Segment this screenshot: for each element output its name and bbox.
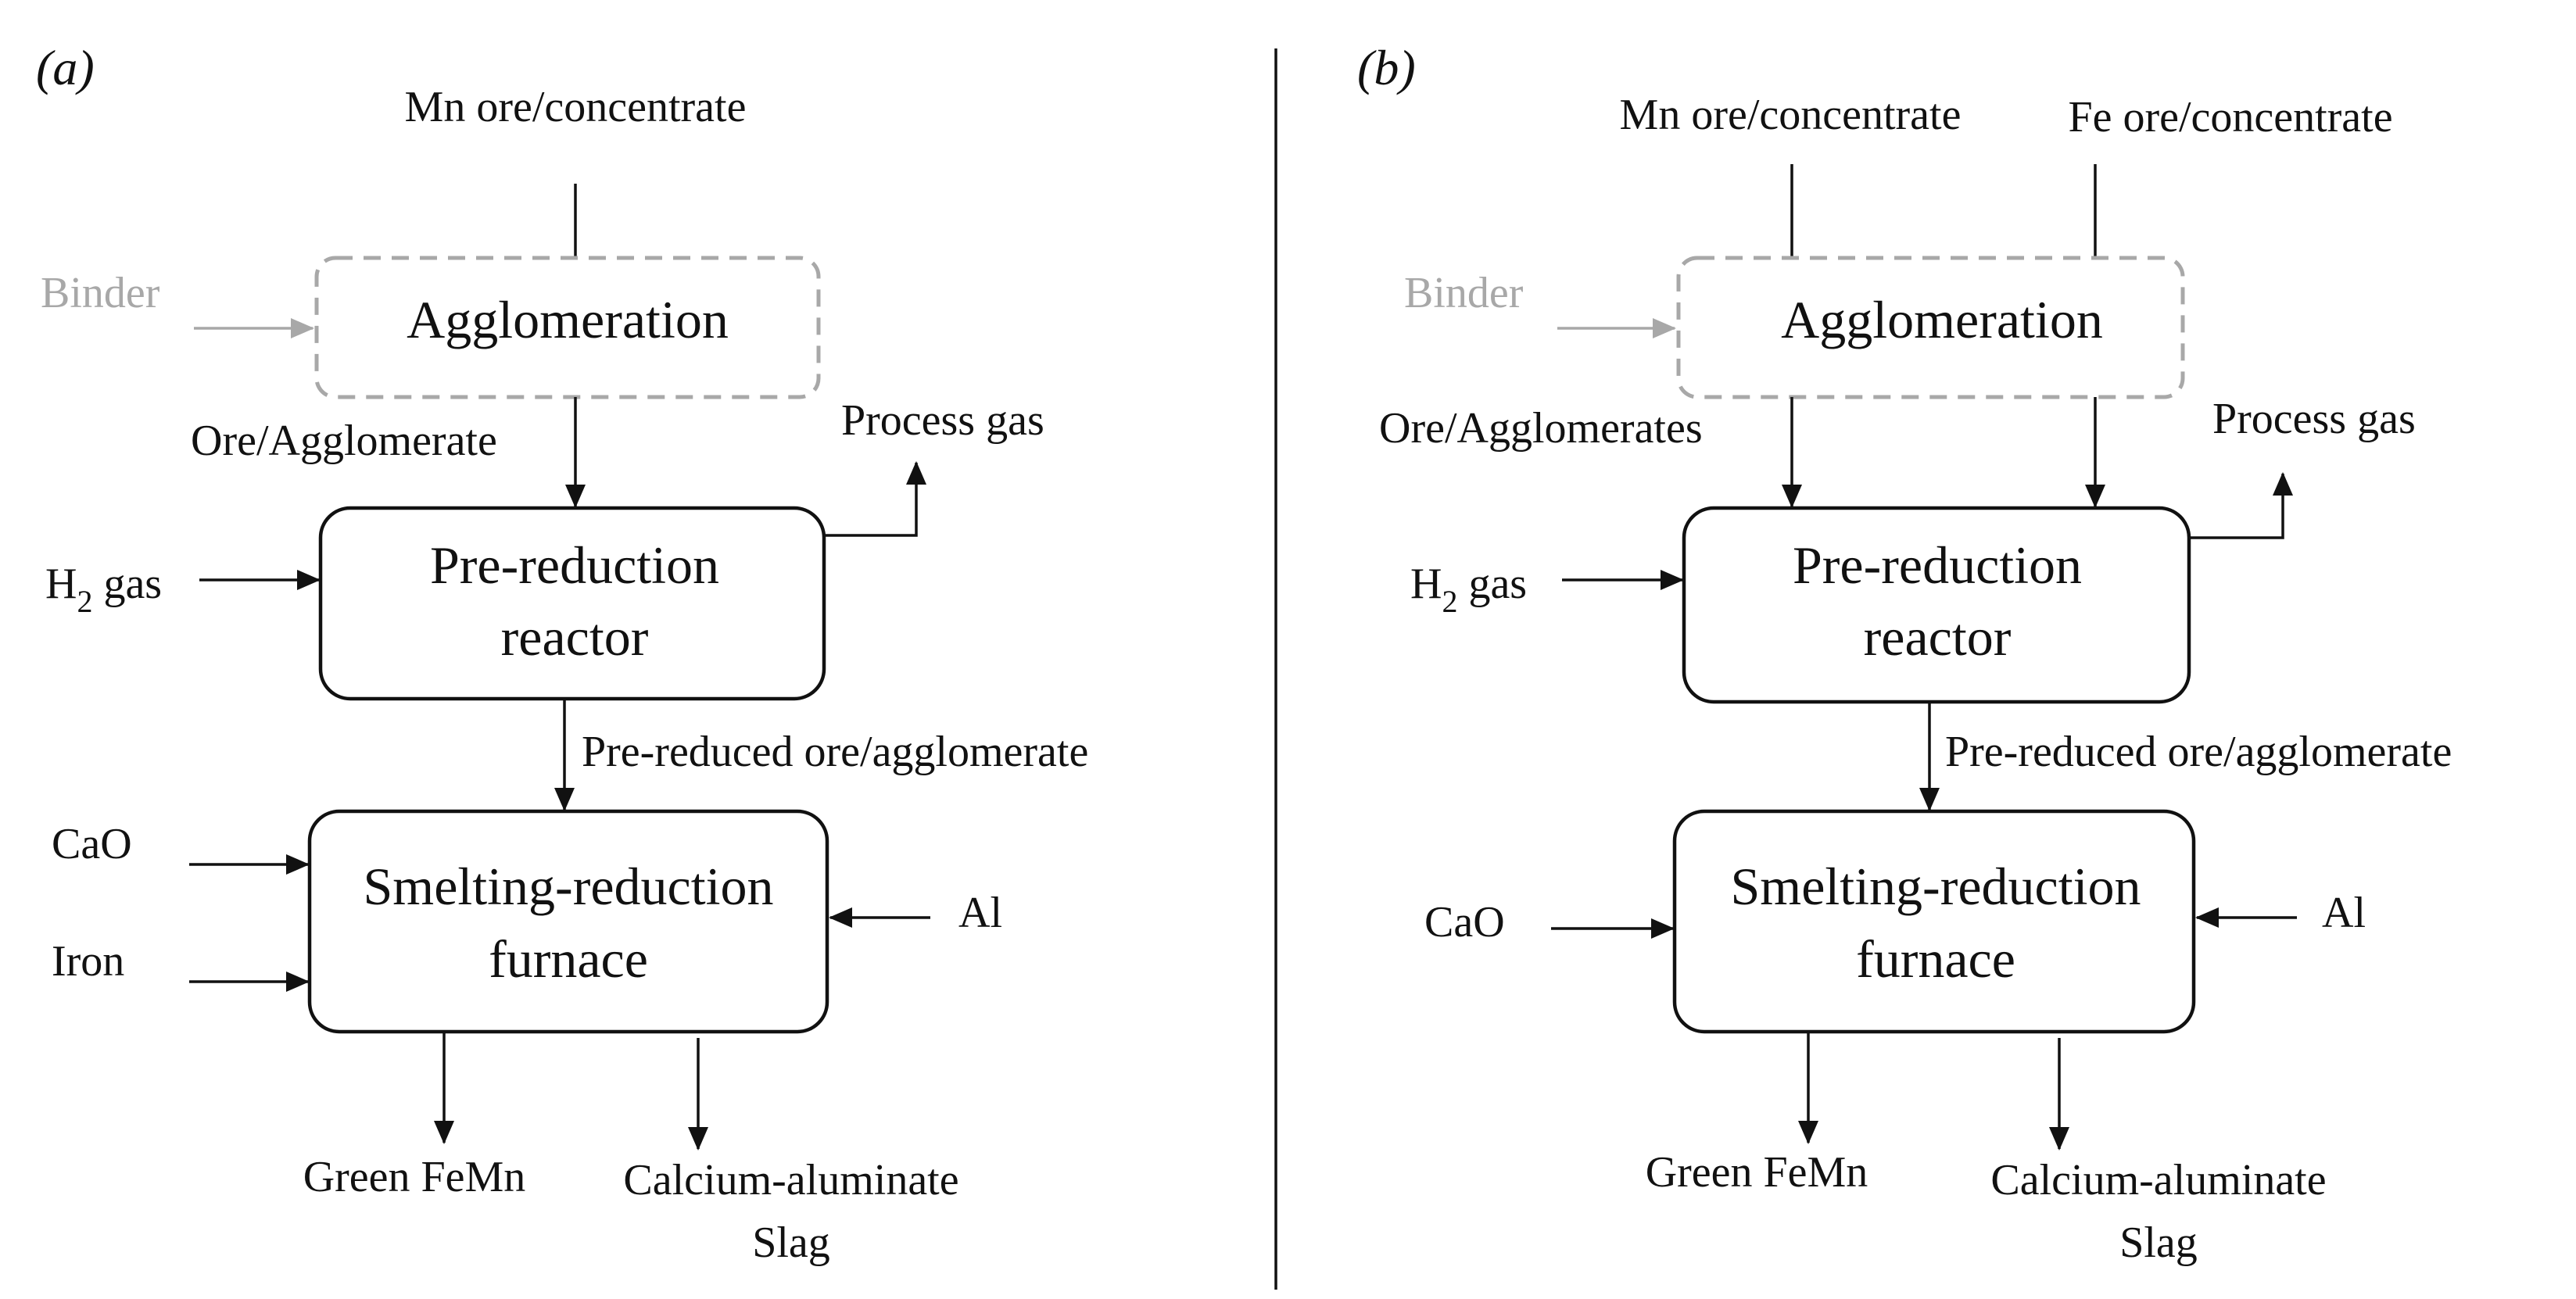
- panel-a-process-gas-label: Process gas: [841, 396, 1044, 445]
- panel-a-mn-ore-label: Mn ore/concentrate: [405, 83, 747, 131]
- panel-a-green-femn-label: Green FeMn: [303, 1153, 526, 1201]
- panel-b-smelting-label-1: Smelting-reduction: [1730, 857, 2141, 916]
- panel-b-cao-label: CaO: [1424, 898, 1505, 947]
- panel-a-cao-label: CaO: [52, 820, 132, 868]
- panel-a-smelting-label-2: furnace: [489, 929, 648, 989]
- panel-a-pre-reduced-label: Pre-reduced ore/agglomerate: [582, 728, 1088, 776]
- panel-a-binder-label: Binder: [41, 269, 160, 317]
- panel-a-iron-label: Iron: [52, 937, 124, 986]
- panel-a-agglomeration-box: [314, 256, 821, 399]
- panel-a-ore-agglomerate-label: Ore/Agglomerate: [191, 417, 497, 465]
- panel-a-process-gas-arrow: [824, 461, 926, 537]
- panel-a-smelting-box: [307, 809, 829, 1034]
- panel-b-process-gas-label: Process gas: [2212, 395, 2416, 443]
- panel-b-agglomeration-box: [1676, 256, 2185, 399]
- panel-b-al-label: Al: [2322, 889, 2366, 937]
- panel-a-slag-label-2: Slag: [752, 1218, 830, 1267]
- panel-a-label: (a): [36, 40, 95, 95]
- panel-b-pre-reduced-label: Pre-reduced ore/agglomerate: [1945, 728, 2452, 776]
- panel-b-pre-reduction-label-1: Pre-reduction: [1793, 535, 2082, 595]
- panel-a-h2-gas-label: H2 gas: [45, 560, 162, 619]
- panel-b-smelting-label-2: furnace: [1856, 929, 2015, 989]
- panel-a-pre-reduction-label-1: Pre-reduction: [430, 535, 719, 595]
- panel-b-process-gas-arrow: [2189, 472, 2293, 539]
- panel-b-slag-label-1: Calcium-aluminate: [1990, 1156, 2326, 1204]
- panel-a-smelting-label-1: Smelting-reduction: [363, 857, 773, 916]
- panel-b-smelting-box: [1672, 809, 2196, 1034]
- panel-b-green-femn-label: Green FeMn: [1646, 1148, 1868, 1197]
- panel-a-pre-reduction-label-2: reactor: [501, 607, 649, 667]
- panel-b: (b) Mn ore/concentrate Fe ore/concentrat…: [1357, 40, 2452, 1267]
- panel-b-pre-reduction-label-2: reactor: [1864, 607, 2012, 667]
- panel-a-pre-reduction-box: [318, 506, 826, 701]
- panel-a-slag-label-1: Calcium-aluminate: [623, 1156, 958, 1204]
- panel-b-ore-agglomerates-label: Ore/Agglomerates: [1379, 404, 1703, 453]
- panel-b-label: (b): [1357, 40, 1416, 95]
- panel-b-fe-ore-label: Fe ore/concentrate: [2068, 93, 2392, 141]
- panel-b-pre-reduction-box: [1682, 506, 2191, 704]
- panel-b-binder-label: Binder: [1404, 269, 1524, 317]
- panel-a-al-label: Al: [958, 889, 1002, 937]
- panel-b-mn-ore-label: Mn ore/concentrate: [1620, 91, 1962, 139]
- panel-b-agglomeration-label: Agglomeration: [1781, 290, 2103, 349]
- panel-b-slag-label-2: Slag: [2119, 1218, 2198, 1267]
- panel-a-agglomeration-label: Agglomeration: [407, 290, 729, 349]
- panel-b-h2-gas-label: H2 gas: [1410, 560, 1527, 619]
- panel-a: (a) Mn ore/concentrate Binder Agglomerat…: [36, 40, 1088, 1267]
